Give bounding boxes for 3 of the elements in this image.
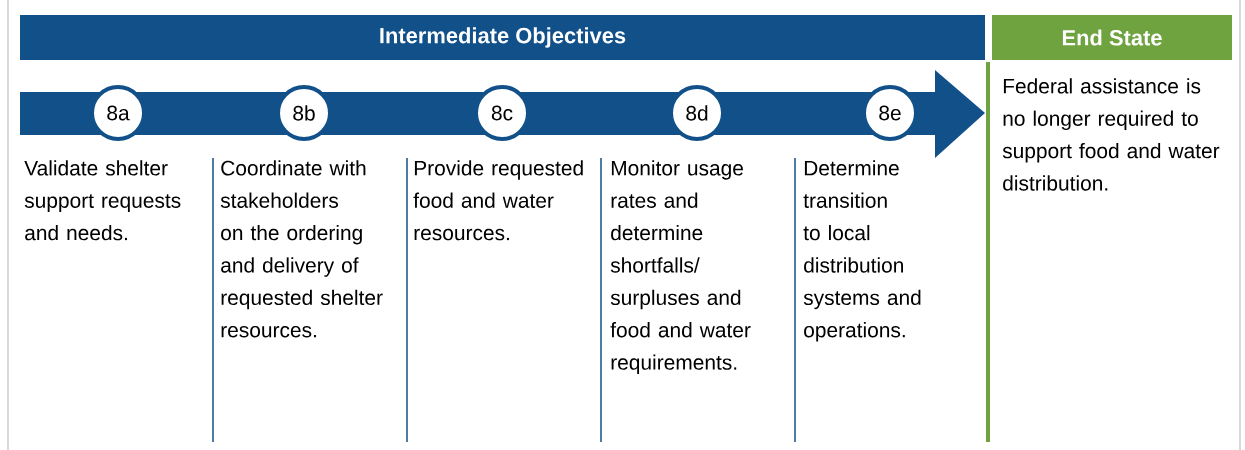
- description-text: Federal assistance is no longer required to support food and water distribution.: [1002, 78, 1220, 191]
- header-band: End State: [992, 15, 1232, 60]
- header-band: Intermediate Objectives: [20, 15, 985, 60]
